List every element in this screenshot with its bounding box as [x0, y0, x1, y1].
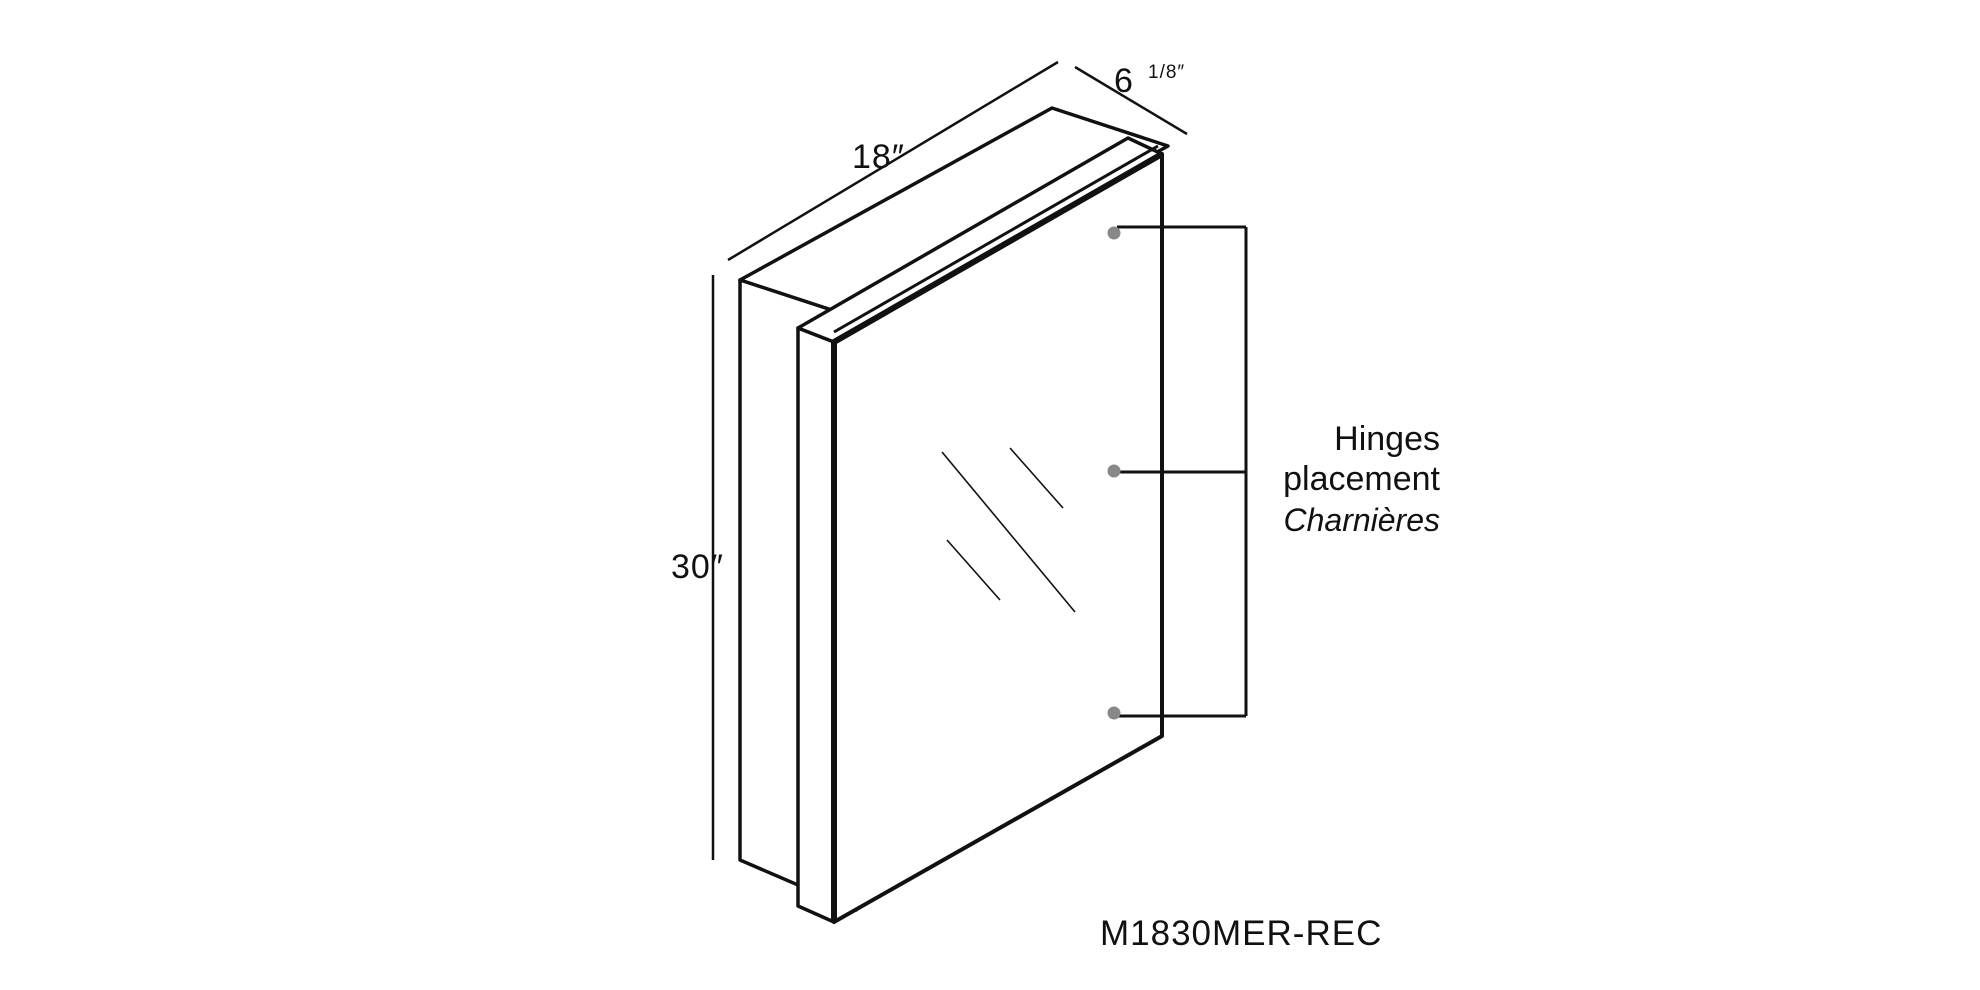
depth-dimension-line: [1074, 65, 1188, 136]
hinge-callout: [1117, 225, 1248, 718]
width-dimension-line: [727, 60, 1059, 262]
hinges-label-french: Charnières: [1283, 502, 1440, 538]
depth-fraction-label: 1/8″: [1148, 62, 1185, 83]
depth-dimension-label: 6: [1114, 62, 1134, 100]
hinge-marker: [1107, 226, 1121, 240]
height-dimension-label: 30″: [671, 548, 724, 586]
mirror-reflection: [941, 447, 1076, 613]
door-top-inner-line: [833, 144, 1159, 334]
hinge-marker: [1107, 706, 1121, 720]
hinge-markers: [1107, 226, 1121, 720]
mirror-door: [796, 136, 1164, 924]
width-dimension-label: 18″: [852, 138, 905, 176]
reflection-line: [941, 451, 1076, 613]
model-number: M1830MER-REC: [1100, 914, 1382, 953]
door-frame-line: [831, 151, 1164, 922]
hinge-marker: [1107, 464, 1121, 478]
reflection-line: [946, 539, 1001, 601]
placement-label: placement: [1283, 460, 1440, 498]
reflection-line: [1009, 447, 1064, 509]
dimension-lines: [711, 60, 1188, 860]
hinges-label: Hinges: [1334, 420, 1440, 458]
door-side-edge: [796, 326, 836, 924]
